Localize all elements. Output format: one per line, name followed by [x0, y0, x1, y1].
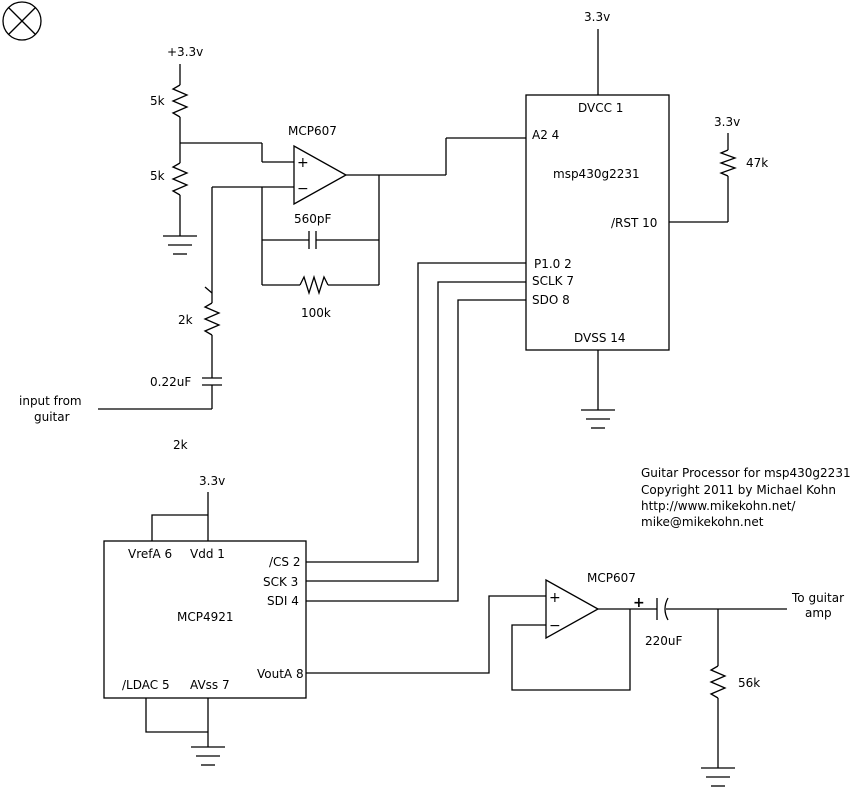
dac-name: MCP4921: [177, 610, 234, 624]
ground-symbol-dac: [191, 746, 225, 766]
opamp-output-minus: −: [549, 618, 561, 634]
reset-pullup: 3.3v 47k: [669, 115, 768, 223]
opamp-output-label: MCP607: [587, 571, 636, 585]
cap-220uf-label: 220uF: [645, 634, 683, 648]
resistor-100k: [299, 274, 329, 296]
mcu-pin-p10: P1.0 2: [534, 257, 572, 271]
credits-block: Guitar Processor for msp430g2231 Copyrig…: [641, 466, 851, 529]
dac-pin-ldac: /LDAC 5: [122, 678, 170, 692]
credits-title: Guitar Processor for msp430g2231: [641, 466, 851, 480]
ground-symbol-divider: [163, 235, 197, 255]
mcu-pin-dvcc: DVCC 1: [578, 101, 623, 115]
resistor-47k: [719, 149, 737, 177]
dac-body: [103, 540, 307, 699]
supply-label-opamp: +3.3v: [167, 45, 203, 59]
resistor-2k-label: 2k: [178, 313, 193, 327]
opamp-input-label: MCP607: [288, 124, 337, 138]
mcu-pin-a2: A2 4: [532, 128, 559, 142]
mcu-pin-sdo: SDO 8: [532, 293, 570, 307]
dac-pin-sck: SCK 3: [263, 575, 298, 589]
opamp-output-triangle: [545, 578, 600, 640]
mcu-supply-label: 3.3v: [584, 10, 610, 24]
ground-symbol-mcu: [581, 409, 615, 429]
resistor-100k-label: 100k: [301, 306, 331, 320]
credits-url: http://www.mikekohn.net/: [641, 499, 796, 513]
bias-divider: +3.3v 5k 5k: [150, 45, 294, 255]
credits-email: mike@mikekohn.net: [641, 515, 764, 529]
cap-220uf-plus: +: [633, 595, 645, 611]
dac-pin-cs: /CS 2: [269, 555, 301, 569]
output-label-line2: amp: [805, 606, 832, 620]
opamp-output-plus: +: [549, 590, 561, 606]
spi-bus: [306, 262, 526, 602]
dac-pin-vouta: VoutA 8: [257, 667, 304, 681]
cap-560pf-label: 560pF: [294, 212, 332, 226]
dac-mcp4921: 3.3v VrefA 6 Vdd 1 /CS 2 SCK 3 SDI 4 MCP…: [103, 474, 307, 766]
credits-copyright: Copyright 2011 by Michael Kohn: [641, 483, 836, 497]
dac-pin-vrefa: VrefA 6: [128, 547, 172, 561]
reset-supply-label: 3.3v: [714, 115, 740, 129]
wire-sdo-sdi: [306, 299, 526, 602]
stray-2k-label: 2k: [173, 438, 188, 452]
resistor-56k-label: 56k: [738, 676, 760, 690]
dac-pin-vdd: Vdd 1: [190, 547, 225, 561]
guitar-input-network: 2k 0.22uF input from guitar 2k: [19, 187, 222, 452]
dac-supply-label: 3.3v: [199, 474, 225, 488]
mcu-msp430g2231: 3.3v DVCC 1 A2 4 msp430g2231 /RST 10 P1.…: [525, 10, 670, 429]
mcu-pin-rst: /RST 10: [611, 216, 657, 230]
resistor-47k-label: 47k: [746, 156, 768, 170]
cap-022uf-label: 0.22uF: [150, 375, 191, 389]
resistor-5k-top-label: 5k: [150, 94, 165, 108]
mcu-name: msp430g2231: [553, 167, 640, 181]
mcu-pin-sclk: SCLK 7: [532, 274, 574, 288]
output-label-line1: To guitar: [791, 591, 844, 605]
resistor-5k-top: [171, 84, 189, 118]
wire-sclk-sck: [306, 281, 526, 582]
resistor-5k-bottom-label: 5k: [150, 169, 165, 183]
dac-pin-sdi: SDI 4: [267, 594, 299, 608]
resistor-56k: [709, 665, 727, 699]
ground-symbol-output: [701, 767, 735, 787]
input-label-line1: input from: [19, 394, 82, 408]
dac-pin-avss: AVss 7: [190, 678, 230, 692]
cap-220uf-plate-b: [664, 597, 669, 621]
close-circle-icon: [2, 1, 42, 41]
opamp-input-plus: +: [297, 155, 309, 171]
opamp-input-minus: −: [297, 181, 309, 197]
input-label-line2: guitar: [34, 410, 70, 424]
mcu-pin-dvss: DVSS 14: [574, 331, 626, 345]
opamp-input-triangle: [293, 144, 348, 206]
opamp-output-stage: MCP607 + − + 220uF To guitar amp 56k: [306, 571, 844, 787]
resistor-5k-bottom: [171, 162, 189, 196]
wire-p10-cs: [306, 262, 526, 563]
resistor-2k: [203, 302, 221, 336]
opamp-input-stage: MCP607 + − 560pF 100k: [212, 124, 526, 320]
